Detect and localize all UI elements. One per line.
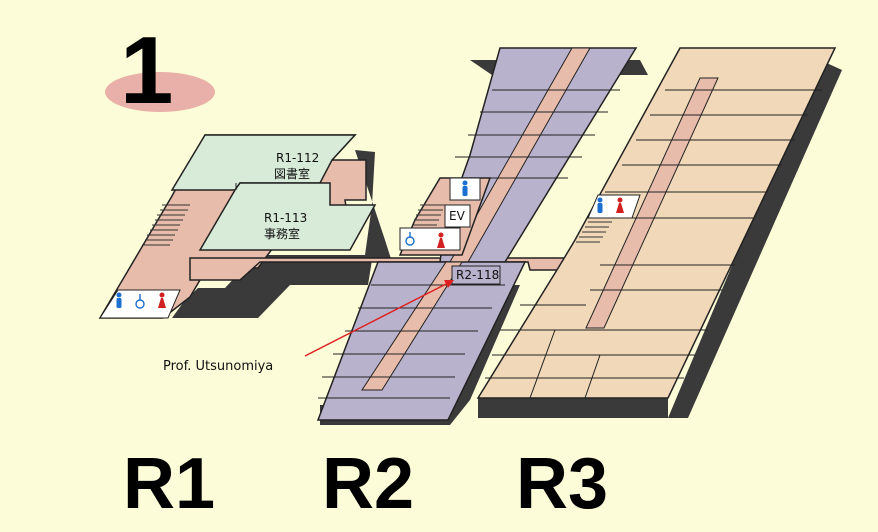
annotation-arrow bbox=[304, 280, 454, 357]
wing-r1: R1-112 図書室 R1-113 事務室 bbox=[98, 134, 377, 319]
r1-113-code: R1-113 bbox=[264, 211, 307, 225]
female-restroom-icon bbox=[158, 292, 166, 308]
elevator bbox=[444, 204, 471, 228]
annotation-label: Prof. Utsunomiya bbox=[163, 359, 273, 374]
stairs-icon bbox=[412, 204, 445, 226]
r2-south-corridor bbox=[361, 261, 463, 391]
male-restroom-icon bbox=[116, 292, 122, 308]
floor-number: 1 bbox=[120, 17, 173, 124]
wheelchair-icon bbox=[135, 294, 145, 309]
wing-r2: EV R2-118 bbox=[316, 47, 638, 421]
r1-112-code: R1-112 bbox=[276, 151, 319, 165]
male-restroom-icon bbox=[462, 180, 468, 196]
r1-112-name: 図書室 bbox=[274, 166, 310, 181]
r1-113-name: 事務室 bbox=[264, 226, 300, 241]
elevator-label: EV bbox=[449, 209, 466, 223]
r2-118-code: R2-118 bbox=[456, 268, 499, 282]
female-restroom-icon bbox=[437, 232, 445, 248]
female-restroom-icon bbox=[616, 197, 624, 213]
male-restroom-icon bbox=[597, 197, 603, 213]
wing-label-r3: R3 bbox=[516, 444, 608, 524]
r3-building bbox=[476, 47, 837, 399]
wing-label-r2: R2 bbox=[322, 444, 414, 524]
r1-113-room[interactable] bbox=[198, 182, 377, 251]
r2-118-room[interactable] bbox=[451, 265, 501, 285]
wing-label-r1: R1 bbox=[123, 444, 215, 524]
stairs-icon bbox=[142, 204, 190, 246]
stairs-icon bbox=[576, 221, 612, 243]
floor-badge-oval bbox=[105, 72, 215, 112]
wing-r3 bbox=[476, 47, 837, 399]
wheelchair-icon bbox=[405, 232, 415, 246]
r3-restroom-block bbox=[587, 194, 641, 219]
r2-restroom-lower bbox=[399, 227, 461, 251]
